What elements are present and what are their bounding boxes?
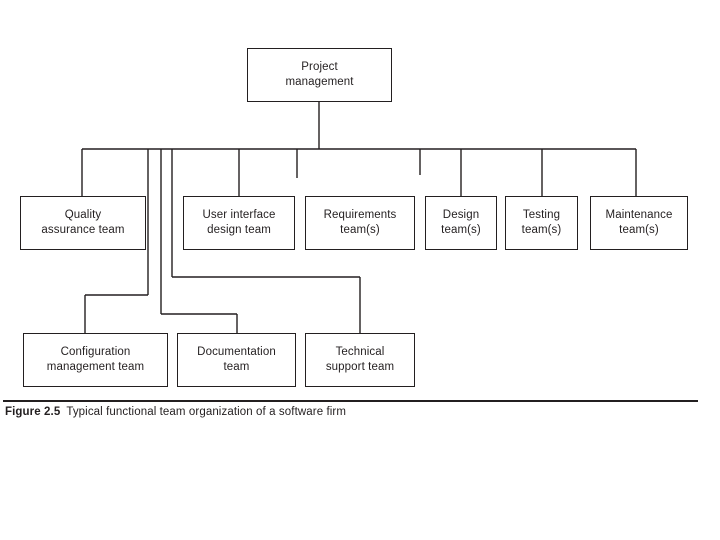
node-requirements-teams-label: team(s)	[340, 224, 380, 236]
node-testing-teams-label: Testing	[522, 208, 561, 221]
node-maintenance-teams: Maintenance team(s)	[590, 196, 688, 250]
node-requirements-teams-label: Requirements	[323, 208, 397, 221]
node-technical-support-team-label: support team	[325, 361, 395, 373]
node-documentation-team: Documentation team	[177, 333, 296, 387]
node-configuration-management-team-label: management team	[46, 361, 145, 373]
node-user-interface-design-team: User interface design team	[183, 196, 295, 250]
node-quality-assurance-team: Quality assurance team	[20, 196, 146, 250]
node-user-interface-design-team-label: User interface	[202, 208, 276, 221]
node-design-teams-label: Design	[442, 208, 480, 221]
node-quality-assurance-team-label: Quality	[64, 208, 102, 221]
node-user-interface-design-team-label: design team	[207, 224, 271, 236]
figure-caption: Figure 2.5 Typical functional team organi…	[5, 406, 346, 418]
node-maintenance-teams-label: Maintenance	[605, 208, 673, 221]
node-documentation-team-label: Documentation	[197, 345, 276, 358]
node-documentation-team-label: team	[223, 361, 250, 373]
node-project-management: Project management	[247, 48, 392, 102]
node-quality-assurance-team-label: assurance team	[41, 224, 125, 236]
node-project-management-label: Project	[301, 60, 338, 73]
node-configuration-management-team: Configuration management team	[23, 333, 168, 387]
node-technical-support-team: Technical support team	[305, 333, 415, 387]
node-project-management-label: management	[285, 76, 354, 88]
node-technical-support-team-label: Technical	[335, 345, 385, 358]
figure-caption-label: Figure 2.5	[5, 406, 61, 418]
figure-caption-text: Typical functional team organization of …	[66, 406, 347, 418]
caption-rule	[3, 400, 698, 402]
node-configuration-management-team-label: Configuration	[60, 345, 131, 358]
node-requirements-teams: Requirements team(s)	[305, 196, 415, 250]
node-design-teams-label: team(s)	[441, 224, 481, 236]
node-testing-teams: Testing team(s)	[505, 196, 578, 250]
node-design-teams: Design team(s)	[425, 196, 497, 250]
node-maintenance-teams-label: team(s)	[619, 224, 659, 236]
node-testing-teams-label: team(s)	[521, 224, 562, 236]
